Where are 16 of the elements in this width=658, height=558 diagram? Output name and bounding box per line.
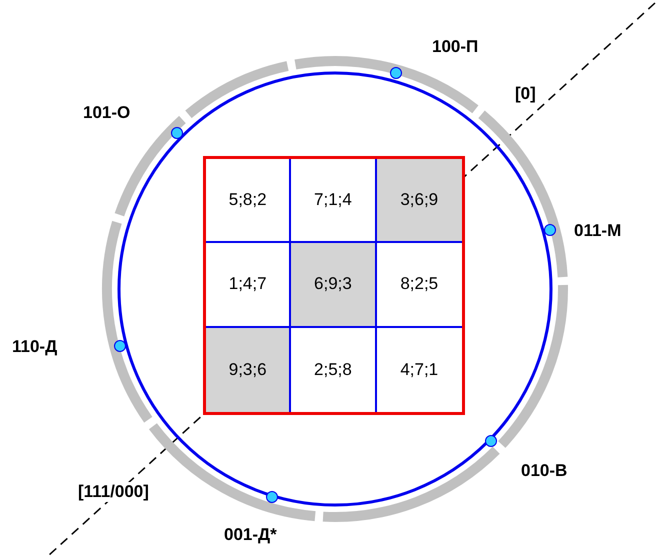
node-dot <box>544 224 556 236</box>
node-dot <box>171 127 183 139</box>
table-cell: 2;5;8 <box>291 328 377 412</box>
axis-label: [111/000] <box>76 482 151 502</box>
table-cell: 1;4;7 <box>206 243 292 328</box>
table-cell: 6;9;3 <box>291 243 377 328</box>
table-cell: 9;3;6 <box>206 328 292 412</box>
table-cell: 3;6;9 <box>376 159 462 244</box>
table-cell: 7;1;4 <box>291 159 377 244</box>
node-label: 001-Д* <box>222 525 279 545</box>
table-cell: 5;8;2 <box>206 159 292 244</box>
axis-label: [0] <box>513 84 538 104</box>
node-dot <box>390 67 402 79</box>
node-label: 110-Д <box>10 337 60 357</box>
node-dot <box>485 435 497 447</box>
node-dot <box>266 491 278 503</box>
